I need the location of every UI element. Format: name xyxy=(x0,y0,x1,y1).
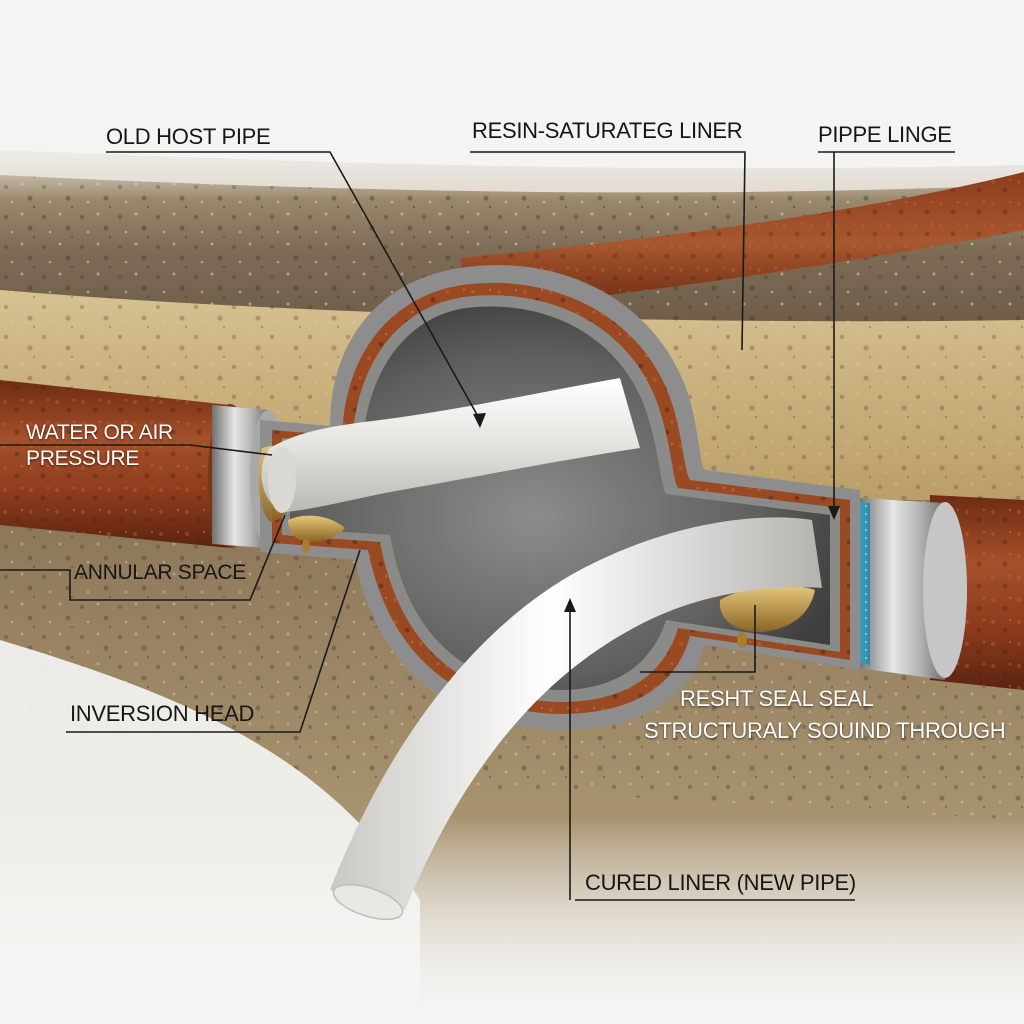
label-resht-seal-line2: STRUCTURALY SOUIND THROUGH xyxy=(644,718,1006,743)
steel-collar-right xyxy=(858,498,945,680)
resin-deposit-right xyxy=(719,585,815,632)
cured-liner-opening xyxy=(332,883,404,921)
label-old-host-pipe: OLD HOST PIPE xyxy=(106,124,271,149)
label-water-or-air-pressure: WATER OR AIR PRESSURE xyxy=(26,421,173,470)
inverting-liner-tube xyxy=(261,378,640,512)
leader-lines xyxy=(0,151,955,901)
label-inversion-head: INVERSION HEAD xyxy=(70,701,255,726)
label-resht-seal-line1: RESHT SEAL SEAL xyxy=(680,686,874,711)
label-pipe-linge: PIPPE LINGE xyxy=(818,122,952,147)
label-resin-saturated-liner: RESIN-SATURATEG LINER xyxy=(472,118,743,143)
cured-liner-new-pipe xyxy=(330,517,822,910)
label-cured-liner: CURED LINER (NEW PIPE) xyxy=(585,870,856,895)
label-annular-space: ANNULAR SPACE xyxy=(74,561,246,584)
